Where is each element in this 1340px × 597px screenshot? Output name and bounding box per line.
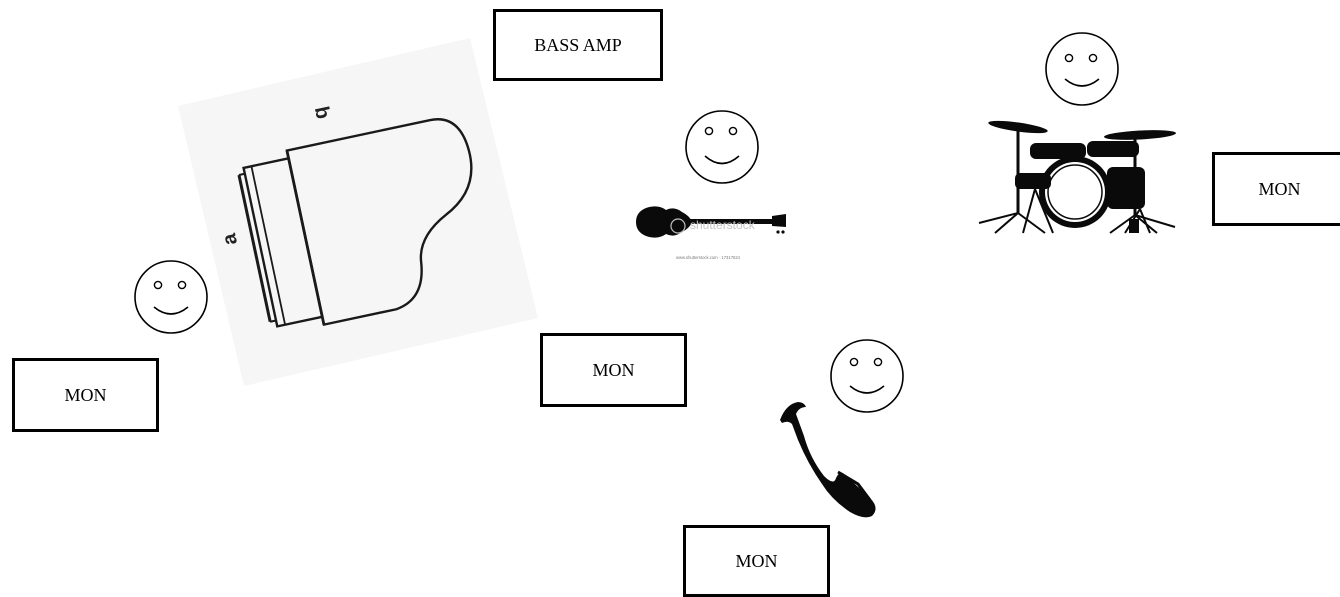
monitor-piano-label: MON xyxy=(64,384,107,405)
image-caption: www.shutterstock.com · 17317624 xyxy=(676,255,741,260)
saxophone-icon xyxy=(780,402,876,518)
monitor-center-label: MON xyxy=(592,359,635,380)
monitor-center-box: MON xyxy=(540,333,687,407)
bass-guitar-icon: shutterstock www.shutterstock.com · 1731… xyxy=(636,206,786,260)
bass-amp-label: BASS AMP xyxy=(534,34,622,55)
piano-dimension-b: b xyxy=(310,104,334,121)
shutterstock-watermark: shutterstock xyxy=(690,218,756,232)
monitor-drums-label: MON xyxy=(1258,178,1301,199)
bass-amp-box: BASS AMP xyxy=(493,9,663,81)
smiley-face-icon xyxy=(1045,32,1119,106)
grand-piano-icon: b a xyxy=(178,38,538,386)
smiley-face-icon xyxy=(830,339,904,413)
drum-kit-icon xyxy=(978,120,1176,234)
monitor-piano-box: MON xyxy=(12,358,159,432)
smiley-face-icon xyxy=(685,110,759,184)
smiley-face-icon xyxy=(134,260,208,334)
monitor-sax-label: MON xyxy=(735,550,778,571)
monitor-sax-box: MON xyxy=(683,525,830,597)
monitor-drums-box: MON xyxy=(1212,152,1340,226)
